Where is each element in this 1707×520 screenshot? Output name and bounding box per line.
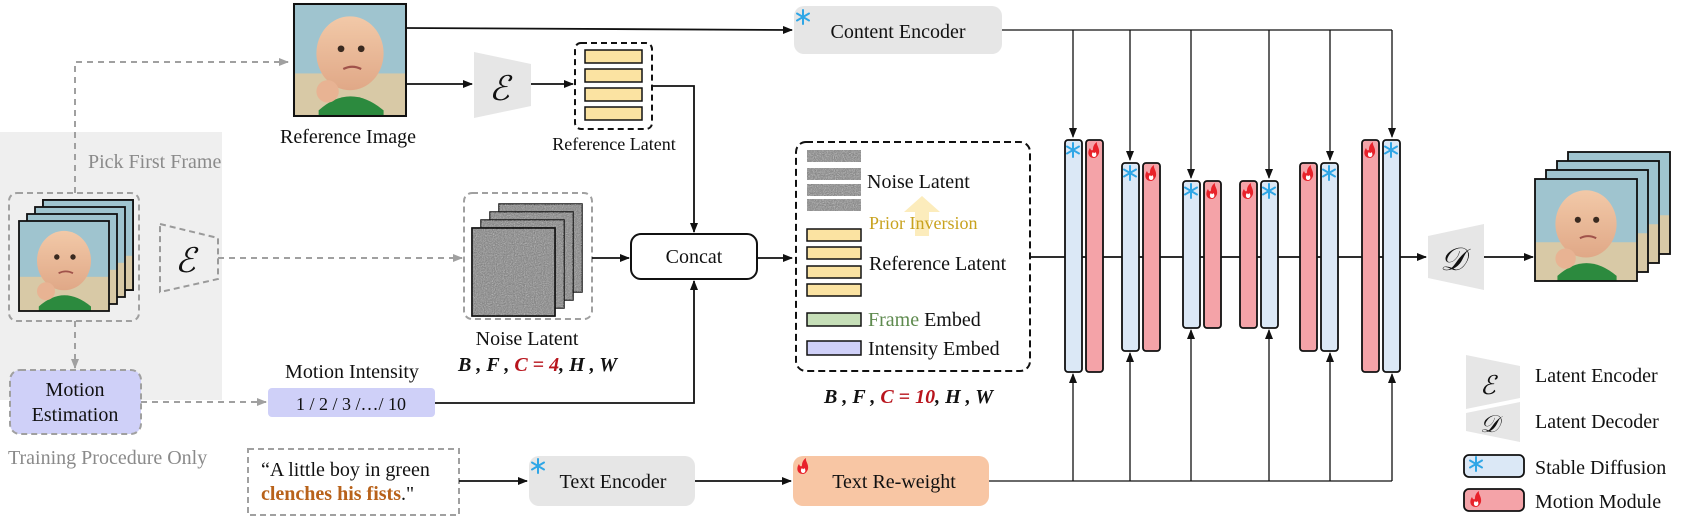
mm-block-up-3 bbox=[1361, 139, 1380, 373]
latent-decoder-shape bbox=[1428, 224, 1484, 290]
prior-inversion-label: Prior Inversion bbox=[869, 213, 977, 233]
stacked-input-shape: B , F , C = 10, H , W bbox=[823, 386, 994, 408]
noise-latent-group bbox=[463, 192, 593, 320]
sd-block-mid bbox=[1182, 180, 1201, 329]
stack-reference-bars bbox=[806, 228, 862, 297]
content-encoder-label: Content Encoder bbox=[831, 21, 966, 43]
training-procedure-only-label: Training Procedure Only bbox=[8, 447, 207, 469]
sd-block-up-3 bbox=[1382, 139, 1401, 373]
stack-noise-latent-label: Noise Latent bbox=[867, 171, 970, 193]
motion-estimation-line1: Motion bbox=[46, 379, 105, 401]
motion-estimation-box bbox=[9, 369, 142, 435]
legend-encoder-symbol: ℰ bbox=[1480, 371, 1498, 400]
reference-latent-label: Reference Latent bbox=[552, 134, 675, 154]
ref-image-to-content-encoder-arrow bbox=[405, 25, 793, 34]
legend-sd-swatch bbox=[1463, 454, 1525, 478]
legend-encoder-shape bbox=[1466, 355, 1520, 409]
unet-blocks bbox=[1064, 139, 1401, 373]
content-encoder-box bbox=[794, 6, 1002, 54]
sd-block-down-1 bbox=[1064, 139, 1083, 373]
reference-image bbox=[292, 2, 408, 118]
prior-inversion-arrow bbox=[904, 196, 940, 236]
mm-block-mid-1 bbox=[1203, 180, 1222, 329]
motion-intensity-label: Motion Intensity bbox=[285, 361, 419, 383]
text-encoder-box bbox=[529, 456, 695, 506]
text-prompt-line2: clenches his fists." bbox=[261, 483, 414, 505]
text-prompt-box bbox=[247, 448, 460, 516]
legend: ℰ Latent Encoder 𝒟 Latent Decoder Stable… bbox=[1463, 355, 1666, 513]
sd-block-up-2 bbox=[1320, 162, 1339, 352]
input-video-frames bbox=[18, 199, 134, 312]
ref-latent-to-concat-arrow bbox=[652, 85, 698, 233]
frame-embed-bar bbox=[806, 312, 862, 327]
stack-reference-latent-label: Reference Latent bbox=[869, 253, 1007, 275]
intensity-embed-bar bbox=[806, 340, 862, 356]
frame-embed-label: Frame Embed bbox=[868, 309, 981, 331]
intensity-to-concat-arrow bbox=[435, 280, 698, 404]
reference-encoder-symbol: ℰ bbox=[489, 71, 513, 108]
text-prompt-line1: “A little boy in green bbox=[261, 459, 430, 481]
video-frames-group bbox=[8, 192, 140, 322]
concat-box bbox=[630, 233, 758, 280]
output-video-frames bbox=[1533, 150, 1672, 283]
mm-block-down-1 bbox=[1085, 139, 1104, 373]
legend-latent-decoder: Latent Decoder bbox=[1535, 411, 1659, 433]
text-encoder-label: Text Encoder bbox=[560, 471, 667, 493]
legend-motion-module: Motion Module bbox=[1535, 491, 1661, 513]
text-reweight-box bbox=[793, 456, 989, 506]
video-encoder-symbol: ℰ bbox=[175, 243, 199, 280]
legend-decoder-shape bbox=[1466, 402, 1520, 442]
intensity-values: 1 / 2 / 3 /…/ 10 bbox=[296, 394, 406, 414]
stack-noise-bars bbox=[807, 150, 861, 211]
reference-image-label: Reference Image bbox=[280, 126, 416, 148]
intensity-embed-label: Intensity Embed bbox=[868, 338, 1000, 360]
mm-block-down-2 bbox=[1142, 162, 1161, 352]
concat-label: Concat bbox=[666, 246, 723, 268]
noise-latent-shape: B , F , C = 4, H , W bbox=[457, 354, 618, 376]
mm-block-mid-2 bbox=[1239, 180, 1258, 329]
motion-estimation-line2: Estimation bbox=[32, 404, 119, 426]
sd-block-up-1 bbox=[1260, 180, 1279, 329]
reference-encoder-shape bbox=[474, 52, 531, 118]
legend-stable-diffusion: Stable Diffusion bbox=[1535, 457, 1666, 479]
video-encoder-shape bbox=[159, 222, 219, 294]
cross-attention-arrows bbox=[1069, 30, 1396, 481]
legend-latent-encoder: Latent Encoder bbox=[1535, 365, 1658, 387]
noise-latent-frames bbox=[471, 203, 583, 317]
reference-latent-bars bbox=[584, 49, 643, 121]
mm-block-up-2 bbox=[1299, 162, 1318, 352]
pick-first-frame-label: Pick First Frame bbox=[88, 151, 221, 173]
noise-latent-label: Noise Latent bbox=[476, 328, 579, 350]
text-reweight-label: Text Re-weight bbox=[832, 471, 956, 493]
sd-block-down-2 bbox=[1121, 162, 1140, 352]
intensity-values-box bbox=[268, 388, 435, 417]
